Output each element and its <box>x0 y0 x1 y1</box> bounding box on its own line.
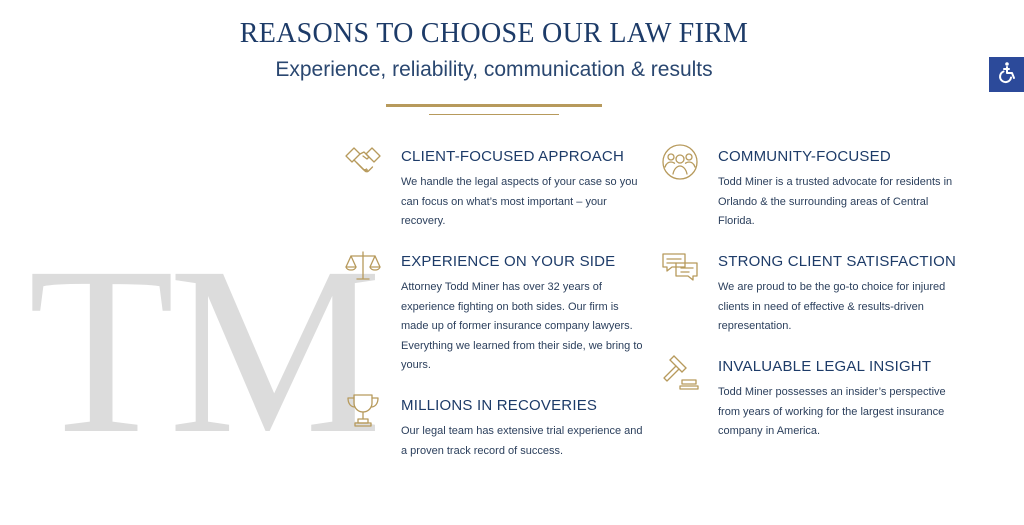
gavel-icon <box>660 352 700 392</box>
gold-divider-bottom <box>429 114 559 115</box>
scales-icon <box>343 247 383 287</box>
feature-title: MILLIONS IN RECOVERIES <box>401 397 598 414</box>
accessibility-button[interactable] <box>989 57 1024 92</box>
community-icon <box>660 142 700 182</box>
handshake-icon <box>343 142 383 182</box>
gold-divider-top <box>386 104 602 107</box>
feature-community: COMMUNITY-FOCUSED Todd Miner is a truste… <box>662 144 968 232</box>
chat-bubbles-icon <box>660 247 700 287</box>
section-title: REASONS TO CHOOSE OUR LAW FIRM <box>239 18 749 49</box>
feature-experience: EXPERIENCE ON YOUR SIDE Attorney Todd Mi… <box>345 251 646 376</box>
wheelchair-icon <box>995 60 1019 89</box>
section-subtitle: Experience, reliability, communication &… <box>275 58 713 81</box>
trophy-icon <box>343 391 383 431</box>
feature-recoveries: MILLIONS IN RECOVERIES Our legal team ha… <box>347 394 651 461</box>
feature-title: STRONG CLIENT SATISFACTION <box>718 253 957 270</box>
feature-description: Todd Miner is a trusted advocate for res… <box>718 176 953 227</box>
feature-legal-insight: INVALUABLE LEGAL INSIGHT Todd Miner poss… <box>663 355 963 442</box>
feature-description: We are proud to be the go-to choice for … <box>718 281 946 332</box>
feature-description: We handle the legal aspects of your case… <box>401 176 638 227</box>
feature-description: Todd Miner possesses an insider’s perspe… <box>718 386 946 437</box>
feature-description: Our legal team has extensive trial exper… <box>401 425 643 457</box>
feature-title: EXPERIENCE ON YOUR SIDE <box>401 253 616 270</box>
tm-watermark-logo: TM <box>28 217 382 483</box>
feature-satisfaction: STRONG CLIENT SATISFACTION We are proud … <box>662 253 958 337</box>
feature-description: Attorney Todd Miner has over 32 years of… <box>401 281 643 371</box>
feature-title: CLIENT-FOCUSED APPROACH <box>401 148 624 165</box>
feature-title: COMMUNITY-FOCUSED <box>718 148 891 165</box>
feature-client-focused: CLIENT-FOCUSED APPROACH We handle the le… <box>345 147 651 232</box>
feature-title: INVALUABLE LEGAL INSIGHT <box>718 358 932 375</box>
